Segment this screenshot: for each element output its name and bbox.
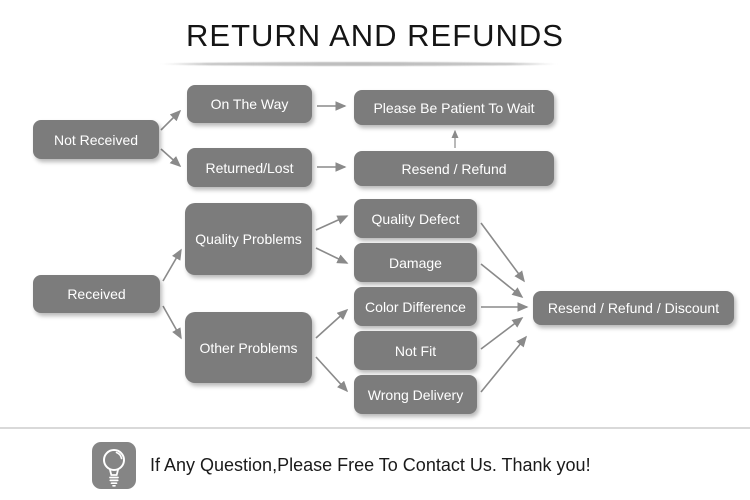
- node-label: Resend / Refund: [401, 160, 507, 177]
- node-damage: Damage: [354, 243, 477, 282]
- arrow-wrongdelivery-rrd: [480, 335, 528, 393]
- footer-divider: [0, 427, 750, 429]
- node-label: Received: [67, 286, 126, 302]
- arrow-received-otherproblems: [162, 305, 182, 340]
- arrow-op-colordifference: [315, 308, 349, 339]
- node-resend-refund: Resend / Refund: [354, 151, 554, 186]
- node-label: Not Fit: [394, 342, 437, 359]
- node-label: Please Be Patient To Wait: [373, 99, 535, 116]
- footer-note: If Any Question,Please Free To Contact U…: [92, 441, 712, 489]
- node-label: On The Way: [210, 96, 289, 112]
- node-on-the-way: On The Way: [187, 85, 312, 123]
- node-received: Received: [33, 275, 160, 313]
- arrow-damage-rrd: [480, 263, 524, 299]
- node-quality-defect: Quality Defect: [354, 199, 477, 238]
- node-please-wait: Please Be Patient To Wait: [354, 90, 554, 125]
- node-resend-refund-discount: Resend / Refund / Discount: [533, 291, 734, 325]
- node-not-received: Not Received: [33, 120, 159, 159]
- footer-message: If Any Question,Please Free To Contact U…: [150, 454, 591, 475]
- arrow-notreceived-ontheway: [160, 109, 182, 131]
- title-underline-decoration: [160, 62, 558, 66]
- node-not-fit: Not Fit: [354, 331, 477, 370]
- node-label: Quality Problems: [195, 231, 302, 247]
- node-label: Not Received: [53, 131, 139, 148]
- node-wrong-delivery: Wrong Delivery: [354, 375, 477, 414]
- node-label: Returned/Lost: [205, 159, 294, 176]
- lightbulb-icon: [92, 441, 136, 489]
- node-label: Quality Defect: [371, 210, 460, 227]
- arrow-op-wrongdelivery: [315, 356, 349, 393]
- node-label: Damage: [389, 254, 442, 271]
- node-color-difference: Color Difference: [354, 287, 477, 326]
- arrow-qualitydefect-rrd: [480, 222, 525, 283]
- arrow-qp-damage: [315, 247, 349, 264]
- node-label: Wrong Delivery: [367, 386, 464, 403]
- node-quality-problems: Quality Problems: [185, 203, 312, 275]
- arrow-notreceived-returnedlost: [160, 148, 182, 168]
- arrow-notfit-rrd: [480, 317, 524, 350]
- node-other-problems: Other Problems: [185, 312, 312, 383]
- arrow-received-qualityproblems: [162, 248, 182, 282]
- node-label: Resend / Refund / Discount: [547, 300, 720, 316]
- node-label: Color Difference: [365, 298, 466, 315]
- node-returned-lost: Returned/Lost: [187, 148, 312, 187]
- node-label: Other Problems: [199, 339, 298, 356]
- arrow-qp-qualitydefect: [315, 215, 349, 231]
- page-title: RETURN AND REFUNDS: [186, 18, 564, 53]
